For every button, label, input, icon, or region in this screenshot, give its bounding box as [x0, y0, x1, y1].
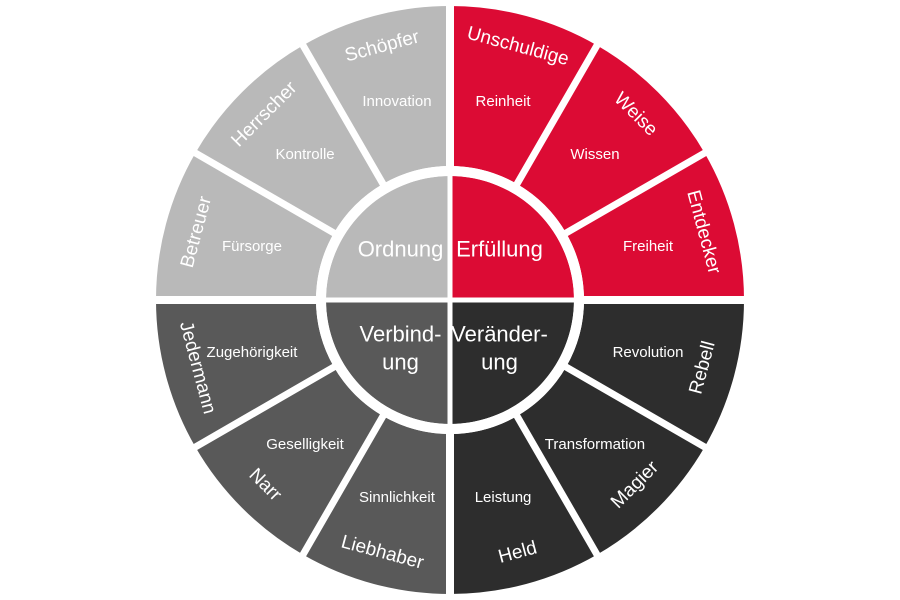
segment-unschuldige	[450, 6, 597, 184]
segment-divider	[190, 147, 345, 242]
value-label-transformation: Transformation	[545, 436, 645, 453]
segments-layer	[152, 2, 748, 598]
value-label-fuersorge: Fürsorge	[222, 238, 282, 255]
segment-magier	[517, 367, 705, 555]
segment-divider	[555, 358, 710, 453]
segment-divider	[297, 405, 392, 560]
core-veraenderung	[450, 300, 574, 424]
segment-herrscher	[195, 45, 383, 233]
core-ordnung	[326, 176, 450, 300]
core-erfuellung	[450, 176, 574, 300]
segment-held	[450, 416, 597, 594]
segment-liebhaber	[303, 416, 450, 594]
segment-rebell	[566, 300, 744, 447]
segment-divider	[297, 40, 392, 195]
core-label-veraenderung: ung	[481, 349, 518, 374]
core-label-verbindung: ung	[382, 349, 419, 374]
segment-divider	[190, 358, 345, 453]
core-label-ordnung: Ordnung	[358, 236, 444, 261]
value-label-kontrolle: Kontrolle	[275, 146, 334, 163]
core-label-veraenderung: Veränder-	[451, 321, 548, 346]
value-label-zugehoerigkeit: Zugehörigkeit	[207, 344, 299, 361]
segment-narr	[195, 367, 383, 555]
value-label-sinnlichkeit: Sinnlichkeit	[359, 489, 436, 506]
value-label-geselligkeit: Geselligkeit	[266, 436, 344, 453]
value-label-wissen: Wissen	[570, 146, 619, 163]
core-verbindung	[326, 300, 450, 424]
segment-jedermann	[156, 300, 334, 447]
value-label-freiheit: Freiheit	[623, 238, 674, 255]
core-label-verbindung: Verbind-	[360, 321, 442, 346]
value-label-innovation: Innovation	[362, 93, 431, 110]
segment-divider	[508, 40, 603, 195]
segment-divider	[555, 147, 710, 242]
segment-schoepfer	[303, 5, 450, 184]
segment-divider	[508, 405, 603, 560]
value-label-reinheit: Reinheit	[476, 93, 532, 110]
cores-layer	[316, 166, 584, 434]
segment-weise	[517, 45, 705, 233]
segment-betreuer	[156, 153, 334, 300]
segment-entdecker	[566, 153, 744, 300]
value-label-leistung: Leistung	[475, 489, 532, 506]
value-label-revolution: Revolution	[613, 344, 684, 361]
core-label-erfuellung: Erfüllung	[456, 236, 543, 261]
